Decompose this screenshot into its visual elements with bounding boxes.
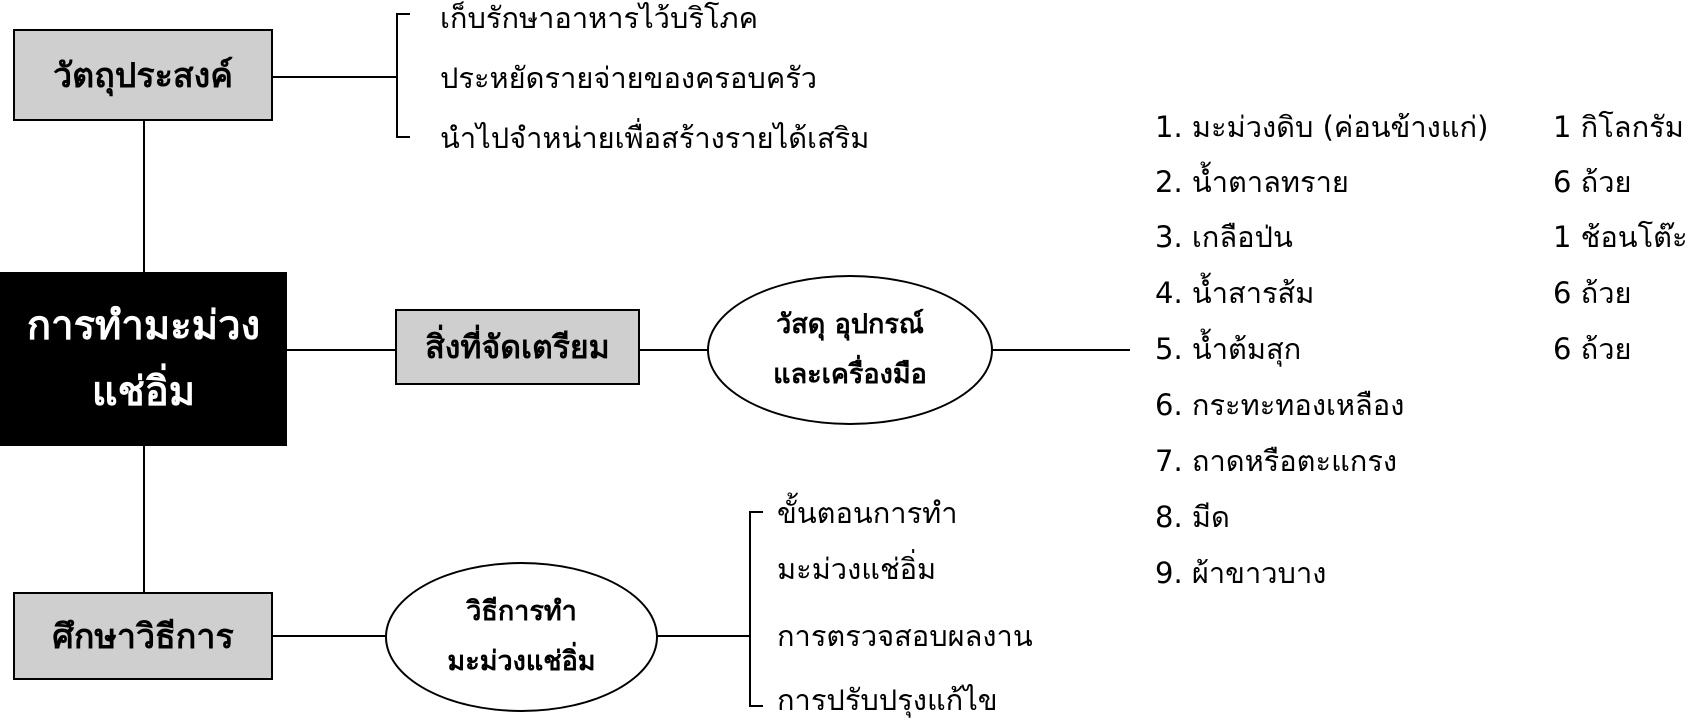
materials-oval: วัสดุ อุปกรณ์ และเครื่องมือ <box>707 275 993 425</box>
method-box: ศึกษาวิธีการ <box>13 592 273 680</box>
method-oval-line1: วิธีการทำ <box>466 596 577 627</box>
method-step: ขั้นตอนการทำ <box>777 496 958 530</box>
material-name: 1. มะม่วงดิบ (ค่อนข้างแก่) <box>1155 110 1489 144</box>
objective-item: ประหยัดรายจ่ายของครอบครัว <box>440 61 818 95</box>
material-qty: 1 กิโลกรัม <box>1553 110 1684 144</box>
method-oval-line2: มะม่วงแช่อิ่ม <box>447 646 596 677</box>
center-topic: การทำมะม่วง แช่อิ่ม <box>0 272 287 446</box>
material-name: 5. น้ำต้มสุก <box>1155 332 1302 366</box>
materials-oval-line1: วัสดุ อุปกรณ์ <box>776 309 924 340</box>
method-step: การปรับปรุงแก้ไข <box>777 683 998 717</box>
material-name: 8. มีด <box>1155 500 1230 534</box>
preparation-label: สิ่งที่จัดเตรียม <box>425 327 610 366</box>
center-topic-line2: แช่อิ่ม <box>91 369 196 415</box>
material-qty: 6 ถ้วย <box>1553 276 1632 310</box>
material-qty: 6 ถ้วย <box>1553 165 1632 199</box>
material-name: 9. ผ้าขาวบาง <box>1155 556 1327 590</box>
material-name: 4. น้ำสารส้ม <box>1155 276 1315 310</box>
objective-item: เก็บรักษาอาหารไว้บริโภค <box>440 1 759 35</box>
material-name: 6. กระทะทองเหลือง <box>1155 388 1405 422</box>
method-label: ศึกษาวิธีการ <box>52 617 234 657</box>
materials-oval-line2: และเครื่องมือ <box>773 359 927 390</box>
center-topic-line1: การทำมะม่วง <box>26 303 261 349</box>
material-name: 2. น้ำตาลทราย <box>1155 165 1349 199</box>
objective-item: นำไปจำหน่ายเพื่อสร้างรายได้เสริม <box>440 121 870 155</box>
material-qty: 6 ถ้วย <box>1553 332 1632 366</box>
preparation-box: สิ่งที่จัดเตรียม <box>395 309 640 385</box>
objective-box: วัตถุประสงค์ <box>13 29 273 121</box>
material-name: 3. เกลือป่น <box>1155 220 1293 254</box>
objective-label: วัตถุประสงค์ <box>53 56 233 96</box>
method-oval: วิธีการทำ มะม่วงแช่อิ่ม <box>385 562 658 712</box>
method-step-cont: มะม่วงแช่อิ่ม <box>777 552 937 586</box>
material-name: 7. ถาดหรือตะแกรง <box>1155 444 1398 478</box>
material-qty: 1 ช้อนโต๊ะ <box>1553 220 1688 254</box>
method-step: การตรวจสอบผลงาน <box>777 619 1033 653</box>
